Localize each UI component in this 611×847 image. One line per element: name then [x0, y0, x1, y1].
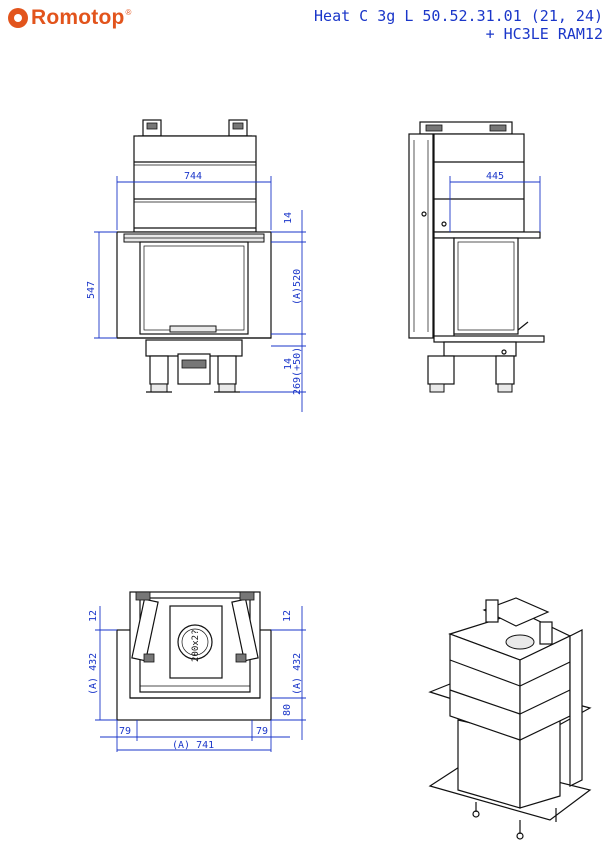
- top-bracket-right: [231, 598, 259, 662]
- front-upper-body: [133, 135, 257, 233]
- fireplace-isometric-icon: [428, 597, 592, 840]
- dimension-top-gap-14: 14: [283, 212, 294, 224]
- flue-outlet: [177, 624, 213, 660]
- registered-mark: ®: [125, 8, 132, 17]
- romotop-logo-icon: [8, 8, 28, 28]
- dimension-depth-445: 445: [486, 171, 504, 182]
- front-foot-left: [150, 383, 168, 393]
- front-grate: [169, 325, 217, 333]
- dimension-base-269: 269(+50): [292, 347, 303, 395]
- dimension-total-width-741: (A) 741: [172, 740, 214, 751]
- dimension-bottom-gap-14: 14: [283, 358, 294, 370]
- dimension-height-547: 547: [86, 281, 97, 299]
- dimension-opening-520: (A)520: [292, 269, 303, 305]
- dimension-left-gap-12: 12: [88, 610, 99, 622]
- dimension-right-depth-432: (A) 432: [292, 653, 303, 695]
- dimension-front-depth-80: 80: [282, 704, 293, 716]
- brand-name: Romotop: [31, 6, 125, 29]
- side-glass: [453, 237, 519, 335]
- side-bottom-plate: [433, 335, 545, 343]
- side-foot-left: [429, 383, 445, 393]
- side-foot-right: [497, 383, 513, 393]
- front-air-intake: [177, 353, 211, 385]
- model-title-line2: + HC3LE RAM12: [485, 25, 603, 43]
- dimension-right-gap-12: 12: [282, 610, 293, 622]
- front-glass-opening: [139, 241, 249, 335]
- dimension-side-left-79: 79: [119, 726, 131, 737]
- side-upper-body: [433, 133, 525, 233]
- top-bracket-left: [131, 598, 159, 662]
- dimension-width-744: 744: [184, 171, 202, 182]
- top-view: 200x2? 12 (A) 432 12 (A) 432 80 79 79 (A…: [88, 591, 306, 752]
- dimension-left-depth-432: (A) 432: [88, 653, 99, 695]
- dimension-side-right-79: 79: [256, 726, 268, 737]
- model-title: Heat C 3g L 50.52.31.01 (21, 24) + HC3LE…: [314, 7, 603, 43]
- side-view: 445: [408, 121, 545, 393]
- front-view: 744 547 14 (A)520 14 269(+50): [86, 119, 306, 412]
- brand-logo: Romotop ®: [8, 6, 132, 29]
- front-foot-right: [218, 383, 236, 393]
- side-back-panel: [408, 133, 434, 339]
- model-title-line1: Heat C 3g L 50.52.31.01 (21, 24): [314, 7, 603, 25]
- flue-size-label: 200x2?: [191, 629, 201, 662]
